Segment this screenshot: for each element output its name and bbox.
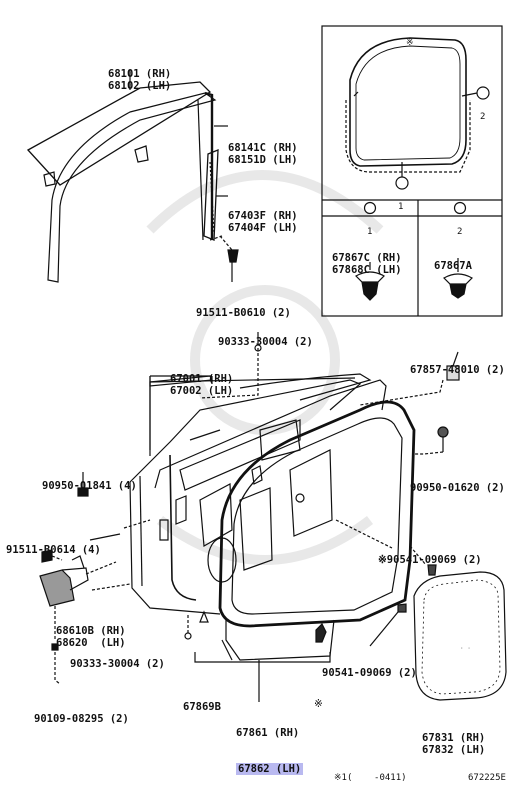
- inset-callout-2: 2: [480, 112, 486, 122]
- clip-90333-30004-lower[interactable]: [184, 610, 209, 640]
- label-90950-01841: 90950-01841 (4): [42, 480, 137, 492]
- label-68141c: 68141C (RH)68151D (LH): [228, 142, 298, 166]
- label-67001: 67001 (RH)67002 (LH): [170, 373, 234, 397]
- diagram-id: 672225E: [468, 773, 506, 783]
- bolt-91511-b0614[interactable]: [41, 519, 151, 563]
- door-sash[interactable]: [203, 149, 219, 241]
- weatherstrip-67861[interactable]: [218, 400, 416, 661]
- svg-text:· ·: · ·: [460, 645, 471, 652]
- clip-90541-09069-lower[interactable]: [315, 603, 407, 647]
- clip-90541-09069[interactable]: [335, 519, 437, 576]
- label-90333-30004-bottom: 90333-30004 (2): [70, 658, 165, 670]
- inset-callout-1: 1: [398, 202, 404, 212]
- label-67857-48010: 67857-48010 (2): [410, 364, 505, 376]
- label-67867a: 67867A: [434, 260, 472, 272]
- footer-note: ※1( -0411): [334, 773, 407, 783]
- glass-run-channel[interactable]: [47, 92, 217, 283]
- leader-dashed: [199, 348, 259, 399]
- label-90541-09069-b: 90541-09069 (2): [322, 667, 417, 679]
- glass-clip: [134, 145, 149, 163]
- bumper-90950-01841[interactable]: [77, 472, 89, 497]
- inset-mark: ※: [406, 38, 414, 48]
- highlighted-part-67862[interactable]: 67862 (LH): [236, 763, 304, 775]
- hole-cover-67831[interactable]: · ·: [413, 571, 507, 701]
- bumper-90950-01620[interactable]: [437, 426, 449, 452]
- label-67403f: 67403F (RH)67404F (LH): [228, 210, 298, 234]
- leader: [221, 639, 233, 661]
- parts-diagram: · · 68101 (RH)68102 (LH) 68141C (RH)6815…: [6, 25, 507, 783]
- label-90333-30004-top: 90333-30004 (2): [218, 336, 313, 348]
- watermark-logo: [146, 170, 384, 565]
- diagram-drawing: · ·: [26, 25, 507, 702]
- label-91511-b0614: 91511-B0614 (4): [6, 544, 101, 556]
- run-channel-rear: [197, 99, 204, 241]
- bolt-91511-b0610[interactable]: [209, 235, 239, 263]
- run-channel-rear: [204, 91, 214, 240]
- label-67869b: 67869B: [183, 701, 221, 713]
- inset-column-header-1: 1: [367, 227, 373, 237]
- label-68101: 68101 (RH)68102 (LH): [108, 68, 172, 92]
- label-67831: 67831 (RH)67832 (LH): [422, 732, 486, 756]
- label-90109-08295: 90109-08295 (2): [34, 713, 129, 725]
- plug-67857-48010[interactable]: [446, 351, 460, 381]
- leader-dashed: [359, 379, 444, 406]
- bolt-90109-08295[interactable]: [51, 606, 61, 685]
- label-90541-09069-a: ※90541-09069 (2): [378, 554, 482, 566]
- hinge-68610b[interactable]: [39, 555, 131, 607]
- inset-box: [321, 25, 503, 317]
- label-91511-b0610: 91511-B0610 (2): [196, 307, 291, 319]
- door-frame-edge: [154, 379, 387, 489]
- label-67867c: 67867C (RH)67868C (LH): [332, 252, 402, 276]
- glass-clip: [43, 171, 56, 187]
- label-67861: 67861 (RH) 67862 (LH): [236, 727, 304, 775]
- label-68610b: 68610B (RH)68620 (LH): [56, 625, 126, 649]
- leader-dashed: [414, 451, 444, 455]
- leader: [194, 652, 331, 663]
- door-panel[interactable]: [129, 373, 372, 615]
- label-90950-01620: 90950-01620 (2): [410, 482, 505, 494]
- inset-column-header-2: 2: [457, 227, 463, 237]
- asterisk-mark: ※: [314, 698, 323, 710]
